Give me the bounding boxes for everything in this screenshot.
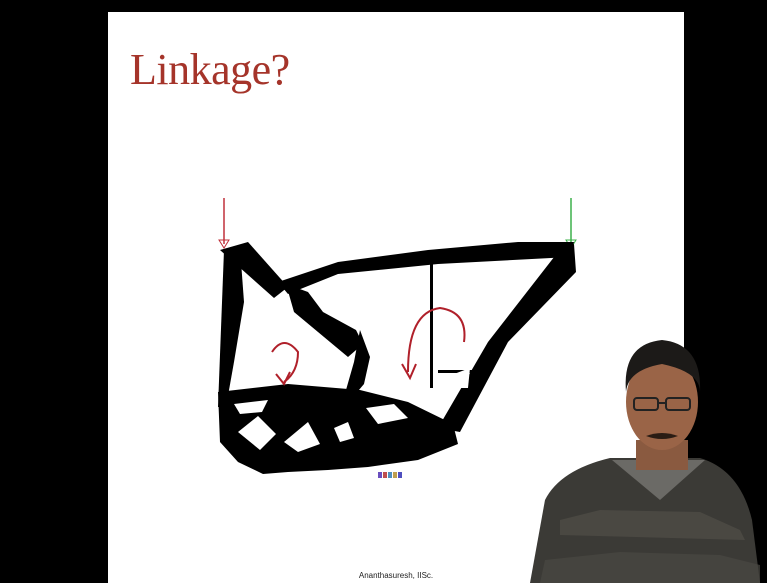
presenter-head <box>625 340 701 470</box>
slide-title: Linkage? <box>130 45 290 94</box>
support-marker <box>378 472 402 478</box>
rotation-arrow-left-icon <box>271 342 300 386</box>
rotation-arrow-right-icon <box>401 306 466 381</box>
topology-optimized-linkage-figure <box>218 198 577 478</box>
down-arrow-left-icon <box>218 198 230 249</box>
footer-credit: Ananthasuresh, IISc. <box>358 571 434 580</box>
presenter-body <box>530 458 760 583</box>
slide: Linkage? <box>108 12 684 583</box>
structure-holes <box>234 368 470 452</box>
